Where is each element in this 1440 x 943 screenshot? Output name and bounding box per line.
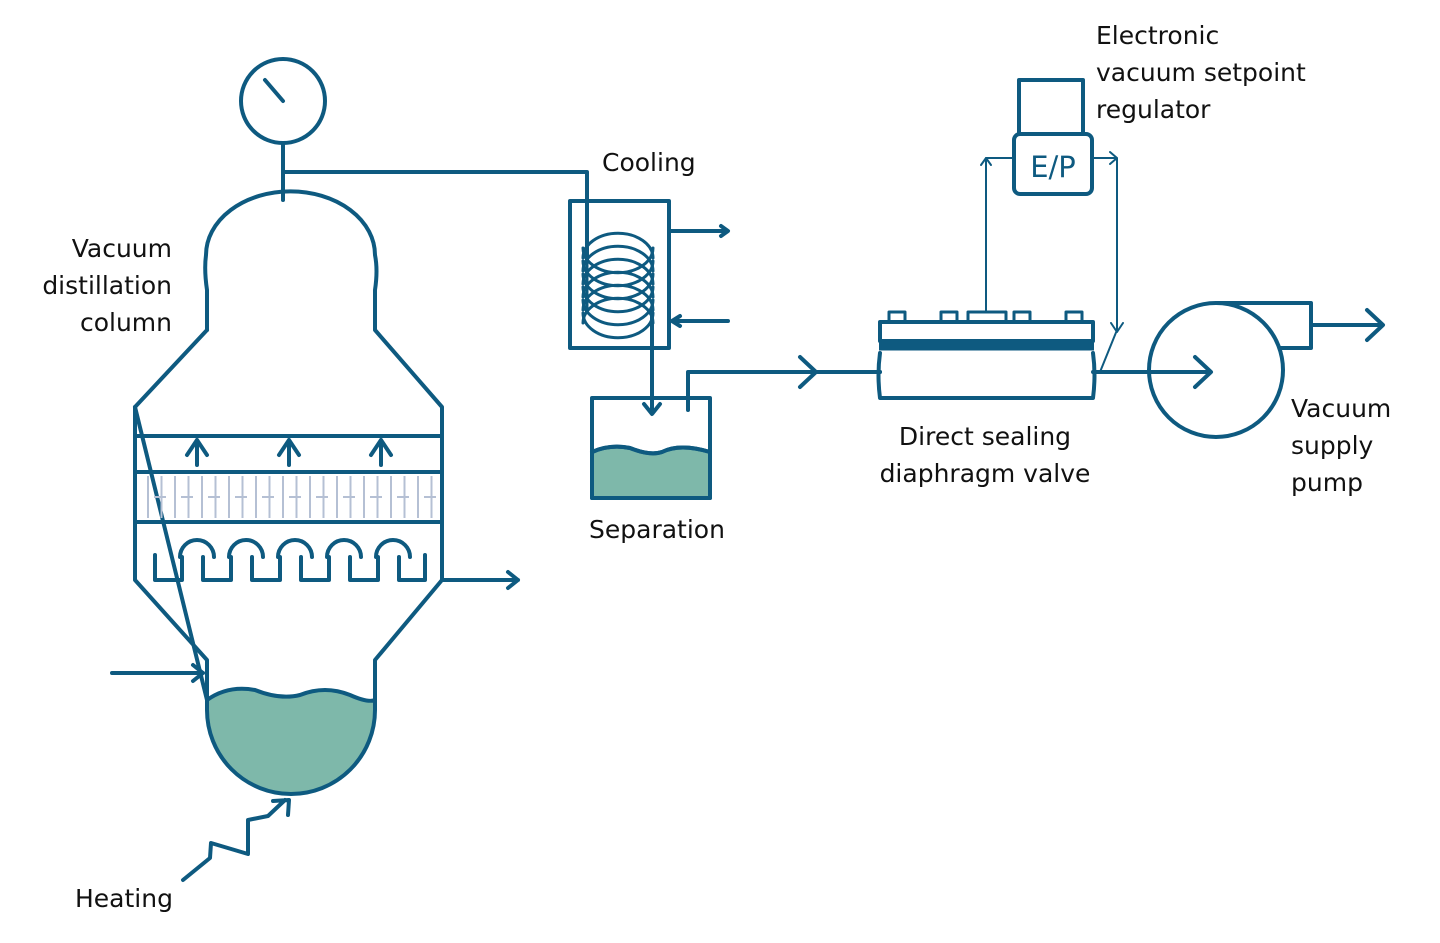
coolant-out-arrow xyxy=(667,224,730,238)
ep-label: E/P xyxy=(1030,150,1076,184)
bubble-cap xyxy=(325,538,363,559)
cooling-coil xyxy=(581,231,655,340)
diaphragm-valve xyxy=(876,157,1097,400)
pressure-gauge xyxy=(239,57,327,202)
condenser xyxy=(568,199,730,416)
side-draw-arrow xyxy=(440,570,520,590)
distillation-column xyxy=(110,189,520,796)
feed-arrow xyxy=(110,663,205,683)
valve-label: Direct sealing diaphragm valve xyxy=(879,422,1091,488)
signal-lines xyxy=(980,151,1124,373)
cooling-label: Cooling xyxy=(602,148,696,177)
bubble-cap xyxy=(178,538,216,559)
ep-regulator: E/P xyxy=(1012,78,1094,196)
exhaust-arrow xyxy=(1309,308,1385,342)
separation-label: Separation xyxy=(589,515,725,544)
tray-downcomers xyxy=(153,553,427,582)
coolant-in-arrow xyxy=(670,314,730,328)
separator-outlet-line xyxy=(686,355,882,412)
column-packing xyxy=(147,476,436,518)
column-shell xyxy=(133,189,444,702)
sump-liquid xyxy=(205,686,377,796)
vacuum-pump xyxy=(1147,301,1385,439)
coil-turn xyxy=(581,231,655,260)
valve-to-pump-line xyxy=(1091,355,1213,389)
separator xyxy=(590,355,882,500)
bubble-cap xyxy=(227,538,265,559)
heating-label: Heating xyxy=(75,884,173,913)
gauge-needle xyxy=(263,78,285,103)
vapour-flow-arrows xyxy=(185,438,393,467)
column-label: Vacuum distillation column xyxy=(42,234,172,337)
heating-arrow xyxy=(181,798,291,882)
bubble-cap xyxy=(374,538,412,559)
bubble-cap-trays xyxy=(153,538,427,582)
vapour-line xyxy=(281,170,589,264)
coil-turn xyxy=(581,296,655,325)
coil-turn xyxy=(581,311,655,340)
regulator-label: Electronic vacuum setpoint regulator xyxy=(1096,21,1306,124)
pump-label: Vacuum supply pump xyxy=(1291,394,1392,497)
bubble-cap xyxy=(276,538,314,559)
